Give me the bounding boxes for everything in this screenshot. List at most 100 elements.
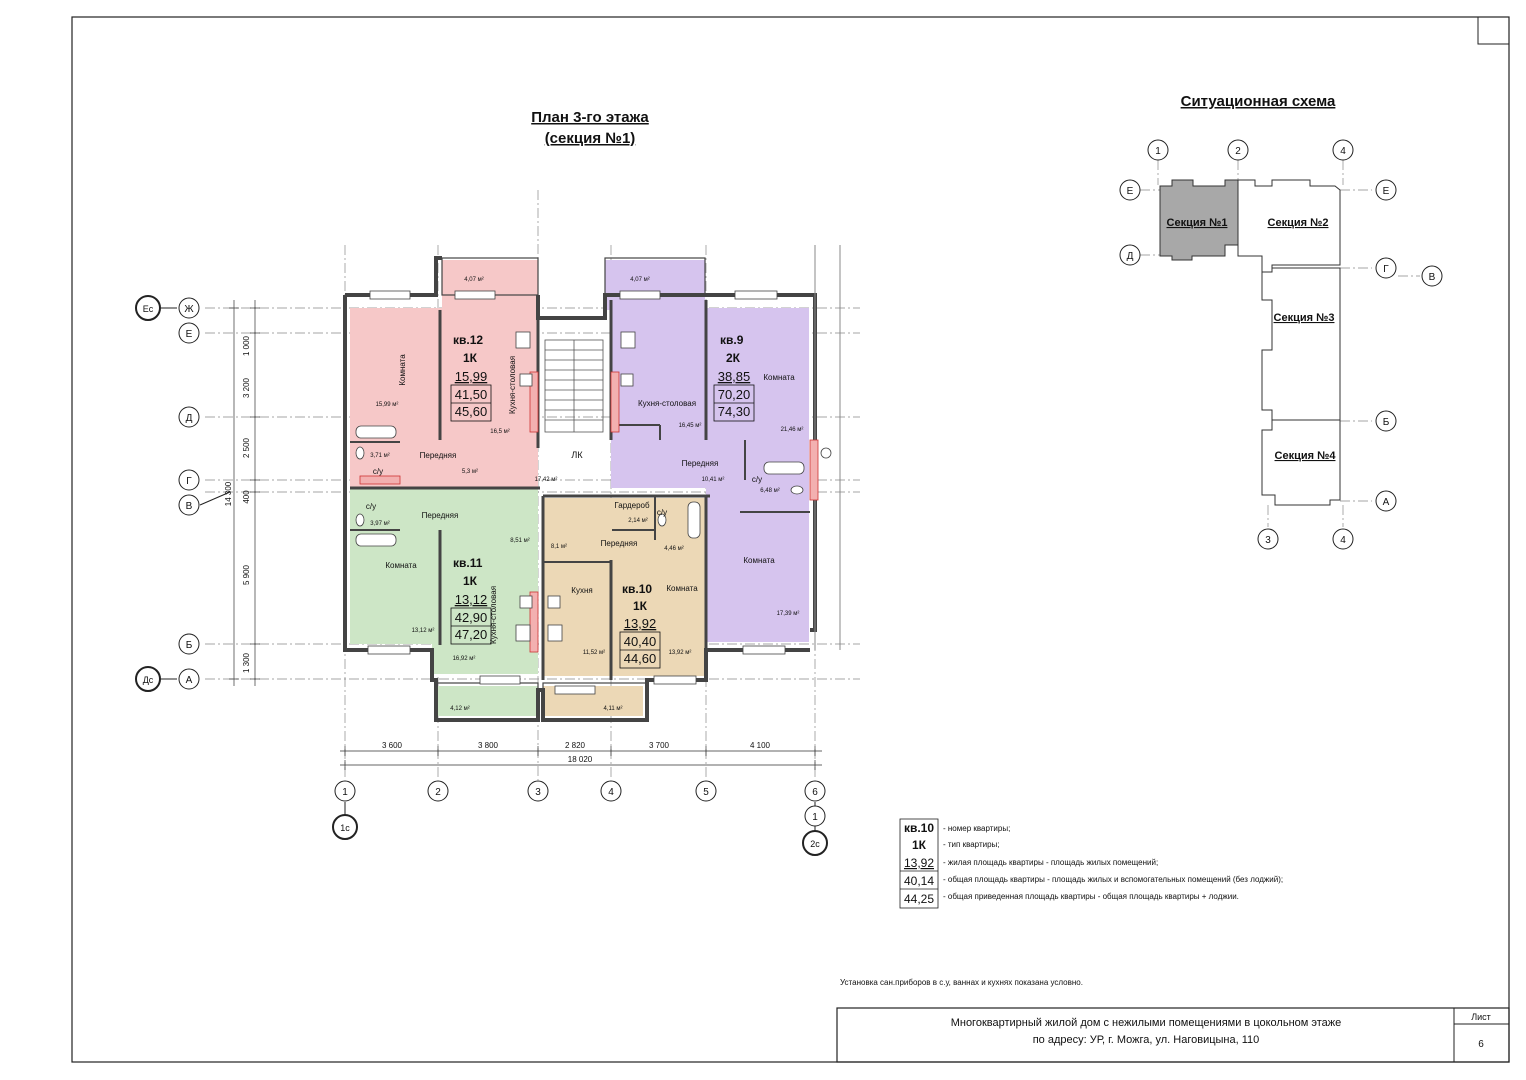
apartment-11-label: кв.11 1К 13,12 42,90 47,20 (450, 556, 492, 645)
col-axis-label: 5 (703, 787, 709, 798)
room-name: Комната (743, 556, 775, 565)
area-label: 3,97 м² (370, 521, 389, 527)
legend-sample-total: 40,14 (904, 874, 934, 888)
situation-axis-label: 4 (1340, 535, 1346, 546)
area-label: 6,48 м² (760, 488, 779, 494)
apartment-10-label: кв.10 1К 13,92 40,40 44,60 (619, 582, 661, 669)
situation-axis-label: В (1429, 272, 1436, 283)
area-label: 8,51 м² (510, 538, 529, 544)
row-axis-label: А (186, 675, 193, 686)
room-name: с/у (752, 475, 762, 484)
row-axis-label: Д (186, 413, 193, 424)
apt10-number: кв.10 (622, 582, 652, 596)
room-areas: 4,07 м² 15,99 м² 16,5 м² 3,71 м² 5,3 м² … (370, 277, 803, 712)
column-axis-markers (332, 780, 828, 856)
situation-axis-label: Б (1383, 417, 1390, 428)
room-name: Гардероб (614, 501, 650, 510)
apt10-type: 1К (633, 599, 648, 613)
room-name: Кухня (571, 586, 592, 595)
apartment-9-area (611, 308, 809, 488)
situation-axis-labels: 1 2 4 Е Д Е Г В Б А 3 4 (1127, 146, 1436, 546)
col-axis-label: 1 (812, 812, 818, 823)
column-axis-labels: 1 2 3 4 5 6 1с 1 2с (340, 787, 820, 849)
sheet-label: Лист (1471, 1012, 1491, 1022)
area-label: 17,42 м² (535, 477, 558, 483)
dim-label: 3 700 (649, 741, 670, 750)
title-block: Многоквартирный жилой дом с нежилыми пом… (836, 1007, 1510, 1063)
situation-axis-label: Д (1127, 251, 1134, 262)
apartment-9-room2 (706, 488, 809, 642)
plan-title: План 3-го этажа (531, 109, 649, 126)
apartment-10-area (543, 498, 706, 676)
row-axis-label: Ес (143, 304, 154, 314)
legend-item: - общая площадь квартиры - площадь жилых… (943, 875, 1283, 884)
room-name: с/у (366, 502, 376, 511)
area-label: 11,52 м² (583, 650, 605, 656)
room-name: Кухня-столовая (489, 586, 498, 644)
apt12-type: 1К (463, 351, 478, 365)
area-label: 15,99 м² (376, 402, 399, 408)
room-name: Кухня-столовая (638, 399, 696, 408)
legend-sample-reduced: 44,25 (904, 892, 934, 906)
dim-label: 1 000 (242, 335, 251, 356)
situation-axis-markers (1119, 139, 1443, 550)
apt11-reduced: 47,20 (455, 627, 488, 642)
title-block-line1: Многоквартирный жилой дом с нежилыми пом… (951, 1017, 1342, 1029)
row-axis-labels: Ж Е Д Г В Б А Ес Дс (143, 304, 195, 686)
col-axis-label: 2с (810, 839, 820, 849)
room-names: Комната Кухня-столовая Передняя с/у Кухн… (366, 354, 795, 644)
windows (367, 290, 786, 695)
row-axis-label: Е (186, 329, 193, 340)
plan-subtitle: (секция №1) (545, 130, 636, 147)
dim-total-label: 14 300 (224, 481, 233, 506)
situation-axis-label: 3 (1265, 535, 1271, 546)
dim-label: 4 100 (750, 741, 771, 750)
area-label: 13,92 м² (669, 650, 692, 656)
area-label: 5,3 м² (462, 469, 478, 475)
area-label: 13,12 м² (412, 628, 435, 634)
legend-sample-type: 1К (912, 838, 927, 852)
section-label: Секция №1 (1167, 217, 1228, 229)
col-axis-label: 2 (435, 787, 441, 798)
situation-axis-label: Е (1127, 186, 1134, 197)
staircase (544, 339, 604, 433)
section-label: Секция №2 (1268, 217, 1329, 229)
apartment-12-label: кв.12 1К 15,99 41,50 45,60 (450, 333, 492, 422)
vertical-dimension-labels: 1 000 3 200 2 500 400 5 900 1 300 14 300 (224, 335, 251, 673)
situation-plan (1159, 179, 1341, 506)
apartment-12-balcony (442, 260, 538, 310)
apt12-reduced: 45,60 (455, 404, 488, 419)
legend-item: - номер квартиры; (943, 824, 1010, 833)
lk-label: ЛК (571, 450, 583, 460)
apt9-type: 2К (726, 351, 741, 365)
installation-note: Установка сан.приборов в с.у, ваннах и к… (840, 978, 1083, 987)
area-label: 8,1 м² (551, 544, 567, 550)
dim-label: 400 (242, 490, 251, 504)
row-axis-label: Г (186, 476, 192, 487)
area-label: 16,92 м² (453, 656, 476, 662)
apt10-living: 13,92 (624, 616, 657, 631)
apartment-12-area (350, 308, 538, 488)
dim-label: 5 900 (242, 564, 251, 585)
vent-shafts (359, 371, 819, 653)
section-label: Секция №3 (1274, 312, 1335, 324)
area-label: 16,45 м² (679, 423, 702, 429)
room-name: с/у (657, 508, 667, 517)
area-label: 4,46 м² (664, 546, 683, 552)
apt11-living: 13,12 (455, 592, 488, 607)
section-4-shape (1261, 419, 1341, 506)
room-name: Передняя (420, 451, 457, 460)
area-label: 4,07 м² (464, 277, 483, 283)
situation-axis-label: 2 (1235, 146, 1241, 157)
col-axis-label: 4 (608, 787, 614, 798)
area-label: 2,14 м² (628, 518, 647, 524)
apartment-fills (350, 260, 809, 716)
dim-label: 2 820 (565, 741, 586, 750)
apt11-total: 42,90 (455, 610, 488, 625)
apt11-type: 1К (463, 574, 478, 588)
dim-label: 1 300 (242, 652, 251, 673)
room-name: Передняя (682, 459, 719, 468)
sheet-frame (71, 16, 1510, 1063)
situation-section-labels: Секция №1 Секция №2 Секция №3 Секция №4 (1167, 217, 1337, 462)
situation-axis-label: 1 (1155, 146, 1161, 157)
